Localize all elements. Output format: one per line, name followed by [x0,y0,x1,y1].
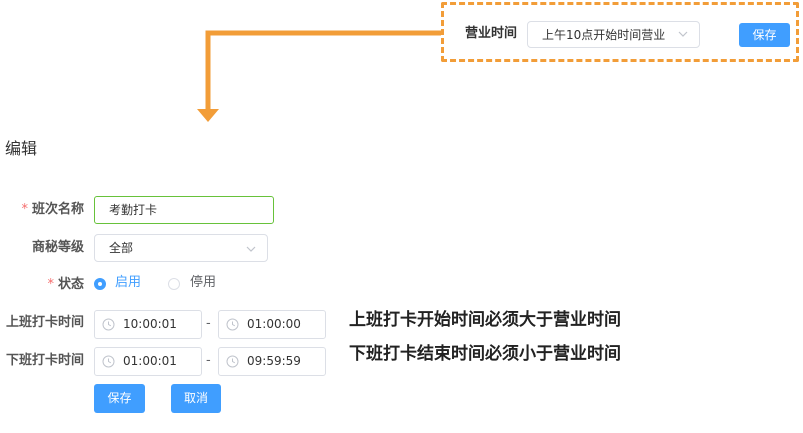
clock-icon [226,355,239,368]
required-mark: * [21,202,28,217]
shift-name-label: *班次名称 [21,202,84,217]
status-disabled-label[interactable]: 停用 [190,275,217,290]
clock-in-end-value: 01:00:00 [247,317,301,331]
clock-icon [226,318,239,331]
level-select[interactable]: 全部 [94,234,268,262]
clock-icon [102,318,115,331]
clock-in-label: 上班打卡时间 [5,315,84,330]
business-hours-select[interactable]: 上午10点开始时间营业 [527,21,700,48]
business-hours-label: 营业时间 [465,26,518,41]
status-enabled-radio[interactable] [94,278,106,290]
clock-icon [102,355,115,368]
arrow-down-icon [197,30,441,122]
level-label: 商秘等级 [31,240,84,255]
required-mark: * [47,277,54,292]
clock-out-note: 下班打卡结束时间必须小于营业时间 [349,344,621,364]
business-hours-select-value: 上午10点开始时间营业 [542,28,666,42]
edit-title: 编辑 [5,139,38,158]
clock-in-start-value: 10:00:01 [123,317,177,331]
status-enabled-label[interactable]: 启用 [115,275,142,290]
shift-name-input[interactable]: 考勤打卡 [94,196,274,224]
clock-out-end-picker[interactable]: 09:59:59 [218,347,326,376]
clock-in-note: 上班打卡开始时间必须大于营业时间 [349,310,621,330]
status-disabled-radio[interactable] [168,278,180,290]
clock-out-start-picker[interactable]: 01:00:01 [94,347,202,376]
level-select-value: 全部 [109,241,134,255]
business-hours-callout [441,2,799,62]
range-separator: - [206,353,211,368]
business-hours-save-button[interactable]: 保存 [739,23,790,47]
clock-out-end-value: 09:59:59 [247,354,301,368]
chevron-down-icon [678,31,688,37]
chevron-down-icon [246,246,256,252]
clock-in-start-picker[interactable]: 10:00:01 [94,310,202,339]
status-label: *状态 [47,277,84,292]
save-button[interactable]: 保存 [94,384,145,413]
clock-in-end-picker[interactable]: 01:00:00 [218,310,326,339]
clock-out-label: 下班打卡时间 [5,353,84,368]
clock-out-start-value: 01:00:01 [123,354,177,368]
cancel-button[interactable]: 取消 [171,384,221,413]
range-separator: - [206,316,211,331]
